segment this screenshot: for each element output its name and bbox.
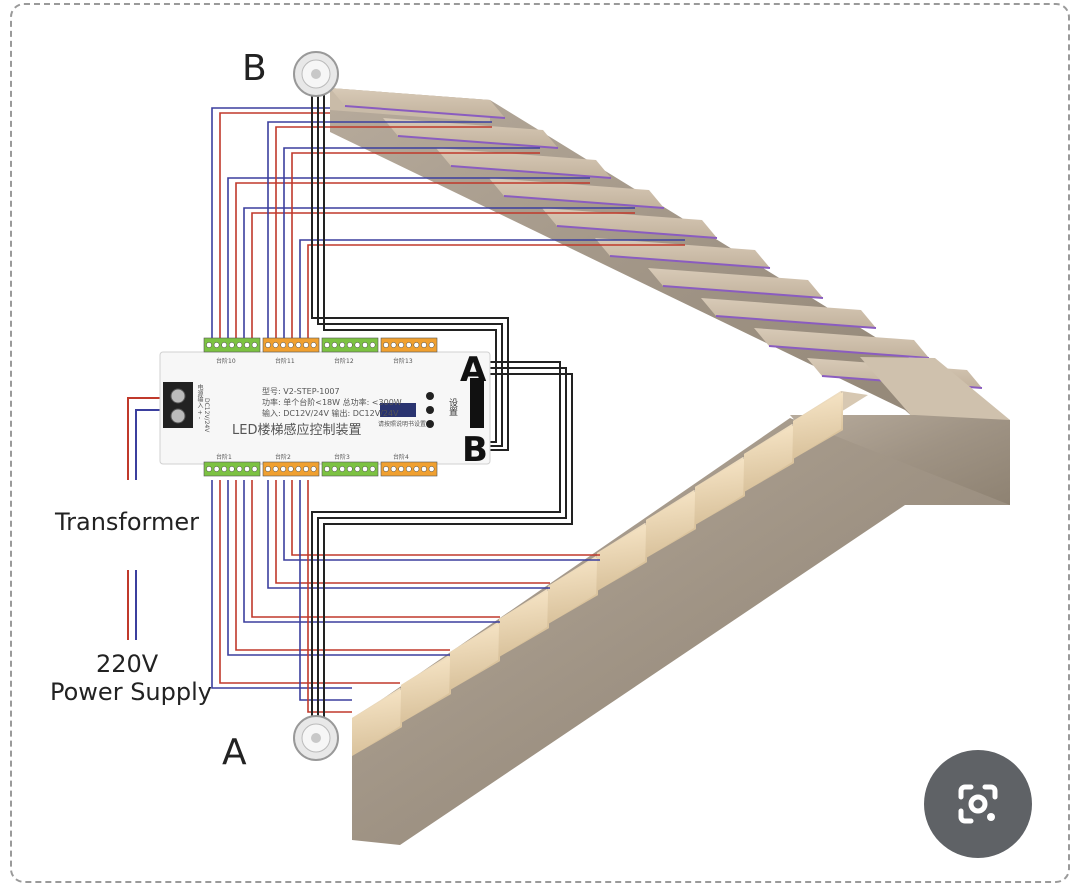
terminal-group-label: 台阶12 — [334, 358, 354, 365]
upper-step-led — [768, 345, 930, 359]
controller-model: 型号: V2-STEP-1007 — [262, 387, 340, 396]
terminal-group-label: 台阶10 — [216, 358, 236, 365]
upper-step — [648, 268, 824, 299]
sensor-b-label: B — [242, 48, 267, 89]
upper-step-led — [556, 225, 718, 239]
terminal-group-label: 台阶2 — [275, 454, 291, 461]
controller-input-label: 电源输入 + - — [196, 384, 203, 420]
bottom-terminal-block — [380, 461, 438, 477]
controller-specs: 型号: V2-STEP-1007 功率: 单个台阶<18W 总功率: <300W… — [262, 386, 402, 419]
controller-input-voltage: DC12V/24V — [203, 398, 210, 433]
lower-step-led — [597, 523, 645, 591]
terminal-group-label: 台阶3 — [334, 454, 350, 461]
lower-step-wires — [211, 480, 600, 713]
transformer-wires — [127, 397, 165, 640]
upper-step — [542, 208, 718, 239]
port-b-label: B — [462, 430, 488, 470]
top-terminal-block — [262, 337, 320, 353]
terminal-group-label: 台阶11 — [275, 358, 295, 365]
top-terminal-block — [203, 337, 261, 353]
upper-step — [383, 118, 559, 149]
lower-step-led — [450, 622, 498, 690]
upper-stair-flight — [330, 88, 1010, 505]
lower-step-led — [744, 424, 792, 492]
voltage-label: 220V — [96, 650, 159, 678]
upper-step — [489, 178, 665, 209]
port-a-label: A — [460, 350, 487, 390]
lower-step-led — [401, 655, 449, 723]
upper-step-wires — [211, 107, 685, 340]
controller-power: 功率: 单个台阶<18W 总功率: <300W — [262, 398, 402, 407]
lower-step-led — [548, 556, 596, 624]
upper-step-led — [609, 255, 771, 269]
upper-step-led — [397, 135, 559, 149]
camera-search-icon — [958, 784, 998, 824]
upper-step-led — [662, 285, 824, 299]
upper-step-led — [503, 195, 665, 209]
upper-step — [330, 88, 506, 119]
controller-title: LED楼梯感应控制装置 — [232, 423, 362, 438]
stair-landing — [790, 357, 1010, 505]
terminal-group-label: 台阶4 — [393, 454, 409, 461]
lower-step-led — [695, 457, 743, 525]
terminal-group-label: 台阶1 — [216, 454, 232, 461]
lower-stair-flight — [352, 391, 1010, 845]
controller-board — [159, 337, 491, 477]
controller-io: 输入: DC12V/24V 输出: DC12V/24V — [262, 409, 399, 418]
upper-step — [436, 148, 612, 179]
upper-step-led — [450, 165, 612, 179]
lower-step-led — [352, 688, 400, 756]
bottom-terminal-block — [262, 461, 320, 477]
controller-display — [380, 403, 416, 417]
sensor-b-top — [293, 51, 339, 97]
upper-step — [701, 298, 877, 329]
lower-step-led — [499, 589, 547, 657]
dashed-frame — [10, 3, 1070, 883]
upper-step-led — [715, 315, 877, 329]
controller-button-caption: 请按照说明书设置 — [378, 421, 427, 428]
bottom-terminal-block — [203, 461, 261, 477]
lower-step — [793, 391, 868, 460]
lower-step-led — [793, 391, 841, 459]
upper-step — [754, 328, 930, 359]
top-terminal-block — [321, 337, 379, 353]
lens-search-button[interactable] — [924, 750, 1032, 858]
bottom-terminal-block — [321, 461, 379, 477]
terminal-group-label: 台阶13 — [393, 358, 413, 365]
upper-step-led — [344, 105, 506, 119]
sensor-a-label: A — [222, 732, 247, 773]
controller-set-label: 设置 — [447, 398, 457, 416]
sensor-a-bottom — [293, 715, 339, 761]
transformer-label: Transformer — [55, 508, 200, 536]
lower-step-led — [646, 490, 694, 558]
top-terminal-block — [380, 337, 438, 353]
power-supply-label: Power Supply — [50, 678, 212, 706]
